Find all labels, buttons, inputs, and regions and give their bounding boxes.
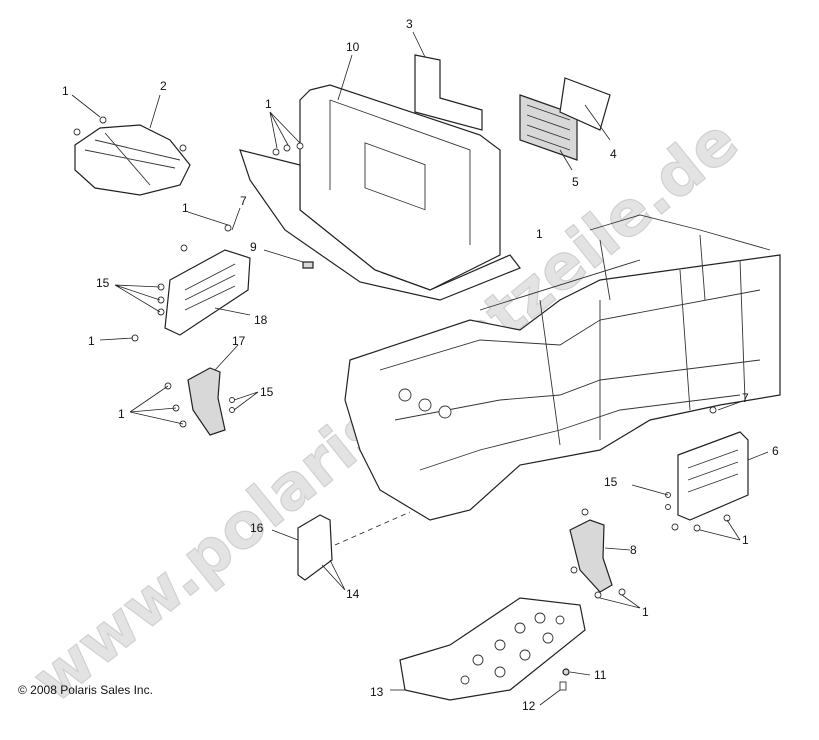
part-9-clip [302, 261, 314, 269]
callout-3: 3 [406, 17, 413, 31]
part-13-skid-plate [399, 597, 586, 701]
screw-icons-part-6 [665, 406, 731, 532]
part-6-side-panel [677, 431, 749, 521]
screw-icons-part-18 [131, 224, 232, 342]
copyright-text: © 2008 Polaris Sales Inc. [18, 683, 153, 697]
callout-18: 18 [254, 313, 268, 327]
callout-10: 10 [346, 40, 360, 54]
callout-4: 4 [610, 147, 617, 161]
callout-15: 15 [260, 385, 274, 399]
callout-15: 15 [96, 276, 110, 290]
part-4-pad [559, 77, 611, 131]
callout-2: 2 [160, 79, 167, 93]
part-10-dash-panel [239, 84, 521, 301]
part-18-side-panel [164, 249, 251, 336]
callout-5: 5 [572, 175, 579, 189]
callout-13: 13 [370, 685, 384, 699]
callout-7: 7 [742, 391, 749, 405]
part-3-pad [414, 54, 483, 131]
screw-icons-part-8 [570, 508, 626, 599]
callout-7: 7 [240, 194, 247, 208]
callout-8: 8 [630, 543, 637, 557]
callout-1: 1 [642, 605, 649, 619]
callout-1: 1 [182, 201, 189, 215]
callout-1: 1 [536, 227, 543, 241]
callout-17: 17 [232, 334, 246, 348]
screw-icons-part-10 [272, 142, 304, 156]
callout-11: 11 [594, 668, 607, 682]
callout-12: 12 [522, 699, 536, 713]
part-2-cover [74, 124, 191, 196]
callout-15: 15 [604, 475, 618, 489]
main-frame [344, 214, 781, 521]
fastener-icons-part-11-12 [559, 668, 570, 691]
callout-1: 1 [265, 97, 272, 111]
callout-6: 6 [772, 444, 779, 458]
callout-1: 1 [742, 533, 749, 547]
screw-icons-part-2 [73, 116, 187, 152]
callout-1: 1 [118, 407, 125, 421]
callout-1: 1 [88, 334, 95, 348]
part-16-bracket [297, 514, 333, 581]
callout-labels: 1 2 3 10 1 4 5 1 7 9 15 18 1 1 17 15 1 7… [62, 17, 779, 713]
callout-1: 1 [62, 84, 69, 98]
callout-16: 16 [250, 521, 264, 535]
leader-lines [71, 31, 769, 706]
part-17-flare [187, 367, 226, 436]
callout-9: 9 [250, 240, 257, 254]
part-8-flare [569, 519, 613, 593]
dashed-leader [334, 511, 411, 546]
callout-14: 14 [346, 587, 360, 601]
